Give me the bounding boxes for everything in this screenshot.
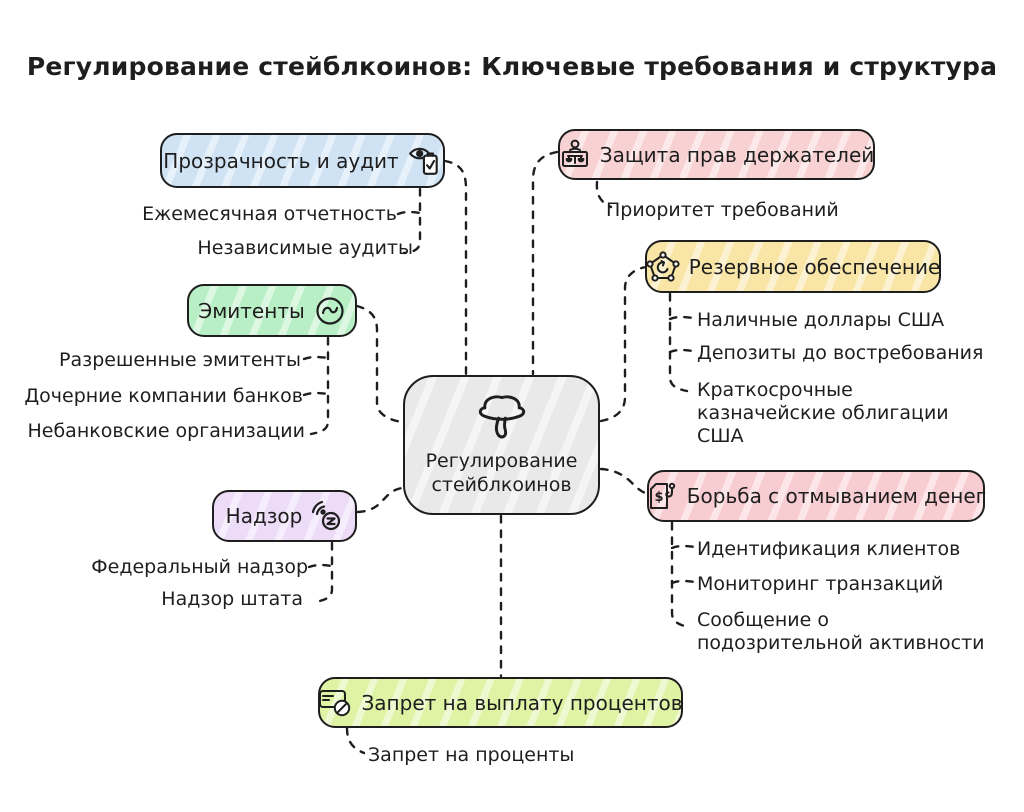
connector-reserves-children: [668, 292, 689, 393]
node-central[interactable]: Регулирование стейблкоинов: [403, 375, 600, 515]
node-transparency[interactable]: Прозрачность и аудит: [160, 133, 445, 188]
page-title: Регулирование стейблкоинов: Ключевые тре…: [26, 52, 998, 81]
child-state-oversight[interactable]: Надзор штата: [161, 588, 303, 610]
justice-scales-icon: [559, 139, 591, 171]
connector-center-oversight: [356, 486, 404, 514]
connector-center-transparency: [443, 159, 468, 376]
child-interest-prohibition[interactable]: Запрет на проценты: [368, 744, 575, 766]
connector-interest-ban-child: [345, 726, 366, 755]
surveillance-signal-icon: [311, 500, 343, 532]
child-transaction-monitoring[interactable]: Мониторинг транзакций: [697, 573, 944, 595]
connector-oversight-children: [313, 541, 334, 604]
node-interest-ban-label: Запрет на выплату процентов: [361, 690, 683, 715]
connector-reserves-stub-1: [668, 315, 695, 321]
connector-center-reserves: [599, 265, 648, 423]
svg-text:$: $: [654, 490, 663, 505]
child-bank-subsidiaries[interactable]: Дочерние компании банков: [24, 385, 303, 407]
node-issuers[interactable]: Эмитенты: [187, 284, 357, 337]
child-suspicious-activity-reporting[interactable]: Сообщение о подозрительной активности: [697, 609, 985, 654]
central-label-line1: Регулирование: [425, 450, 578, 472]
central-label-line2: стейблкоинов: [431, 474, 572, 496]
child-monthly-reporting[interactable]: Ежемесячная отчетность: [142, 203, 397, 225]
link-circle-icon: [314, 295, 346, 327]
connector-center-issuers: [355, 304, 404, 424]
eye-clipboard-icon: [408, 145, 442, 177]
child-cash-usd[interactable]: Наличные доллары США: [697, 309, 945, 331]
child-treasury-bonds[interactable]: Краткосрочные казначейские облигации США: [697, 379, 949, 447]
connector-reserves-stub-2: [668, 348, 695, 354]
child-independent-audits[interactable]: Независимые аудиты: [197, 237, 413, 259]
node-aml[interactable]: $ Борьба с отмыванием денег: [646, 470, 987, 522]
child-claims-priority[interactable]: Приоритет требований: [606, 199, 839, 221]
connector-center-holders: [531, 150, 559, 376]
connector-aml-stub-2: [670, 579, 697, 585]
node-reserves-label: Резервное обеспечение: [688, 254, 941, 279]
node-oversight-label: Надзор: [225, 504, 303, 528]
node-holders-label: Защита прав держателей: [599, 142, 875, 167]
node-transparency-label: Прозрачность и аудит: [163, 148, 399, 173]
child-client-identification[interactable]: Идентификация клиентов: [697, 538, 961, 560]
node-issuers-label: Эмитенты: [198, 298, 305, 323]
connector-oversight-stub-1: [307, 563, 334, 569]
node-interest-ban[interactable]: Запрет на выплату процентов: [318, 677, 683, 728]
connector-issuers-stub-1: [302, 355, 330, 361]
node-reserves[interactable]: Резервное обеспечение: [645, 240, 941, 293]
connector-center-aml: [599, 467, 650, 496]
money-document-icon: $: [646, 480, 678, 512]
node-aml-label: Борьба с отмыванием денег: [686, 484, 987, 508]
connector-aml-children: [670, 521, 691, 629]
connector-issuers-stub-2: [302, 391, 330, 397]
child-demand-deposits[interactable]: Депозиты до востребования: [697, 342, 984, 364]
node-holders[interactable]: Защита прав держателей: [558, 129, 875, 180]
mushroom-icon: [476, 393, 528, 441]
connector-aml-stub-1: [670, 544, 697, 550]
card-ban-icon: [318, 687, 352, 718]
node-oversight[interactable]: Надзор: [212, 490, 357, 542]
connector-transparency-stub-1: [396, 210, 422, 216]
child-permitted-issuers[interactable]: Разрешенные эмитенты: [59, 349, 301, 371]
child-federal-oversight[interactable]: Федеральный надзор: [91, 556, 308, 578]
network-nodes-icon: [646, 251, 680, 282]
child-nonbank-orgs[interactable]: Небанковские организации: [27, 420, 305, 442]
connector-issuers-children: [309, 336, 330, 436]
